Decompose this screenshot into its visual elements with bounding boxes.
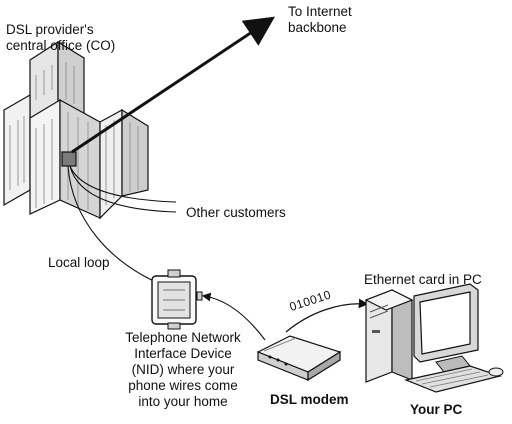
other-customers-lines (69, 165, 177, 213)
junction-box-icon (151, 269, 203, 330)
data-flow-arrow (285, 298, 369, 333)
office-building-icon (3, 40, 149, 220)
dsl-modem-icon (256, 335, 342, 382)
desktop-pc-icon (364, 283, 504, 393)
modem-to-nid-line (201, 292, 266, 341)
other-customers-label: Other customers (186, 205, 286, 220)
nid-label: Telephone Network Interface Device (NID)… (125, 330, 241, 409)
local-loop-line (67, 165, 161, 285)
your-pc-label: Your PC (410, 402, 463, 417)
ethernet-card-label: Ethernet card in PC (364, 272, 482, 287)
internet-arrow (71, 16, 275, 154)
central-office-label: DSL provider's central office (CO) (6, 22, 116, 53)
dsl-modem-label: DSL modem (270, 392, 349, 407)
local-loop-label: Local loop (48, 255, 110, 270)
internet-backbone-label: To Internet backbone (288, 4, 352, 35)
